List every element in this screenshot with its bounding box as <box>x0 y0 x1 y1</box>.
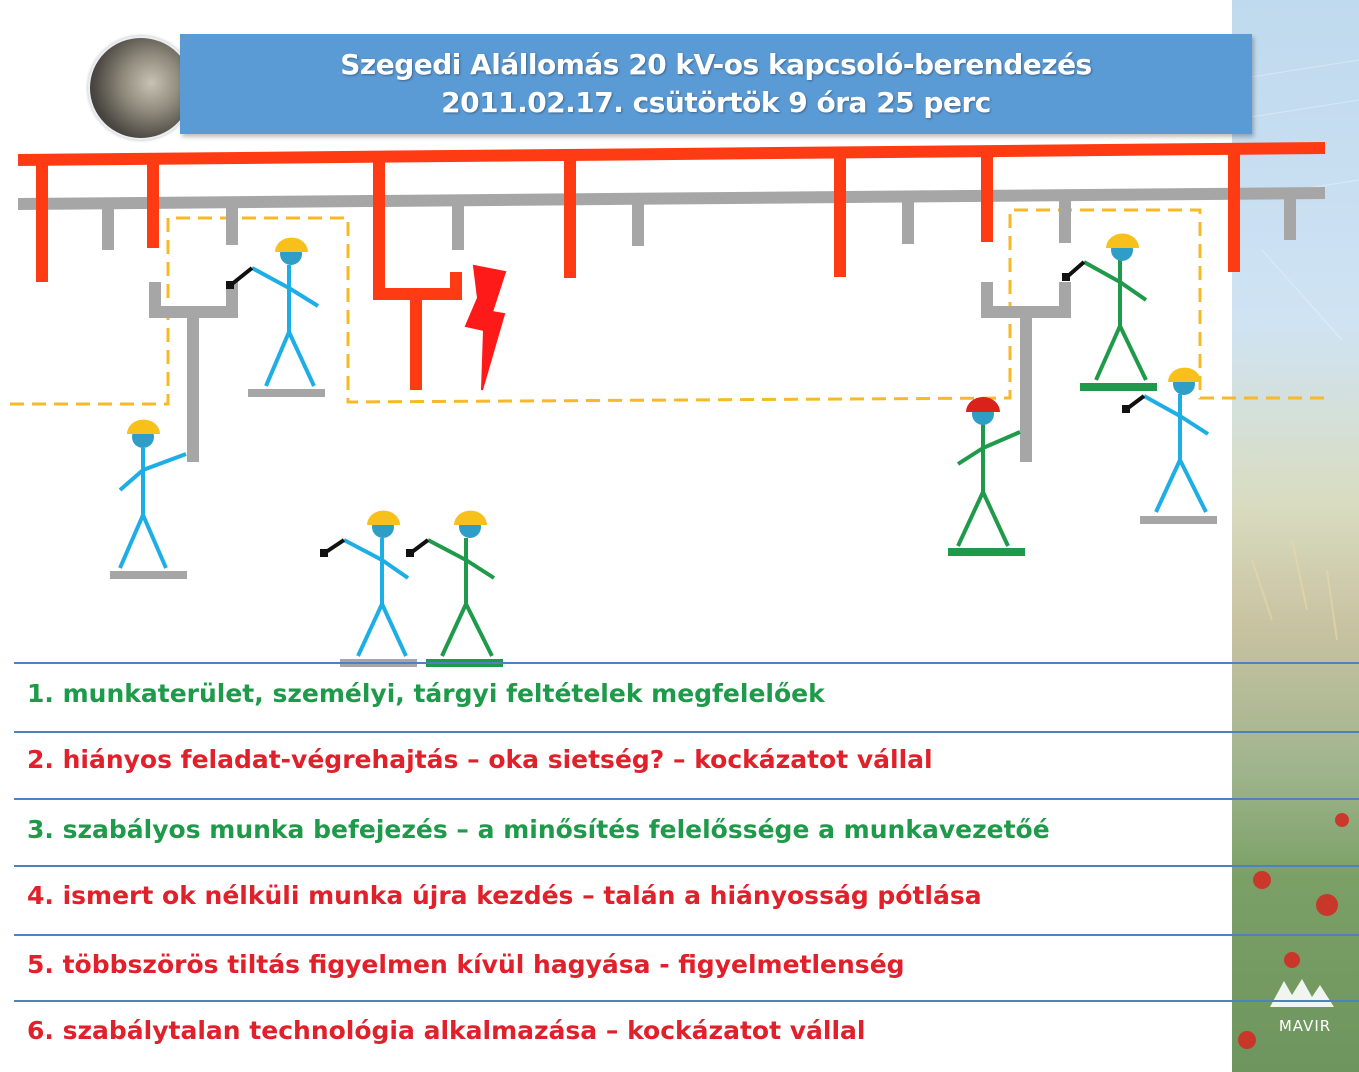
mavir-logo-text: MAVIR <box>1278 1017 1332 1035</box>
separator-1 <box>14 662 1359 664</box>
separator-6 <box>14 1000 1359 1002</box>
worker-blue-1 <box>110 419 187 579</box>
lightning-icon <box>464 264 507 391</box>
live-busbar <box>17 142 1326 390</box>
list-item-1: 1. munkaterület, személyi, tárgyi feltét… <box>27 679 825 708</box>
list-item-2: 2. hiányos feladat-végrehajtás – oka sie… <box>27 745 933 774</box>
worker-blue-4 <box>1122 367 1217 524</box>
worker-green-1 <box>406 510 503 667</box>
worker-blue-3 <box>320 510 417 667</box>
title-line-1: Szegedi Alállomás 20 kV-os kapcsoló-bere… <box>340 48 1092 81</box>
list-item-6: 6. szabálytalan technológia alkalmazása … <box>27 1016 866 1045</box>
side-photo-strip <box>1232 0 1359 1072</box>
list-item-5: 5. többszörös tiltás figyelmen kívül hag… <box>27 950 905 979</box>
dead-busbar <box>17 187 1326 462</box>
separator-3 <box>14 798 1359 800</box>
worker-green-red-helmet <box>948 397 1025 556</box>
title-line-2: 2011.02.17. csütörtök 9 óra 25 perc <box>441 86 991 119</box>
worker-green-2 <box>1062 233 1157 391</box>
separator-5 <box>14 934 1359 936</box>
separator-2 <box>14 731 1359 733</box>
list-item-4: 4. ismert ok nélküli munka újra kezdés –… <box>27 881 982 910</box>
list-item-3: 3. szabályos munka befejezés – a minősít… <box>27 815 1050 844</box>
title-banner: Szegedi Alállomás 20 kV-os kapcsoló-bere… <box>180 34 1252 134</box>
worker-blue-2 <box>226 237 325 397</box>
separator-4 <box>14 865 1359 867</box>
